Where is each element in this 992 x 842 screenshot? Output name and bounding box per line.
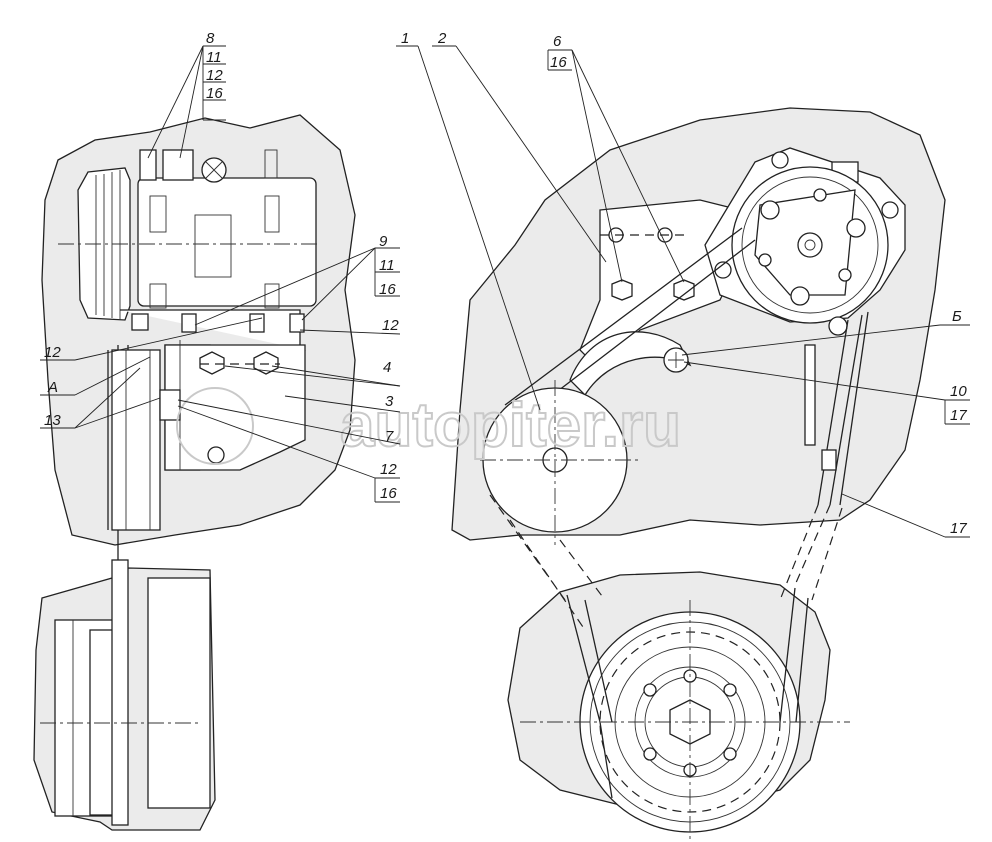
watermark: autopiter.ru	[176, 387, 682, 465]
callout-8: 8	[206, 30, 215, 47]
callout-17: 17	[950, 520, 967, 537]
callout-16-bottom: 16	[380, 485, 397, 502]
compressor-body	[137, 177, 317, 307]
callout-8-12: 12	[206, 67, 223, 84]
callout-3: 3	[385, 393, 394, 410]
belt-front	[504, 227, 863, 506]
watermark-text: autopiter.ru	[340, 391, 681, 460]
callout-13: 13	[44, 412, 61, 429]
callout-10-17: 17	[950, 407, 967, 424]
callout-10: 10	[950, 383, 967, 400]
front-view	[451, 107, 946, 840]
callout-12-right: 12	[382, 317, 399, 334]
side-view	[33, 114, 356, 831]
callout-8-16: 16	[206, 85, 223, 102]
callout-6-16: 16	[550, 54, 567, 71]
callout-1: 1	[401, 30, 409, 47]
callout-A: А	[47, 379, 58, 396]
callout-4: 4	[383, 359, 391, 376]
callout-7: 7	[385, 428, 394, 445]
callout-12-left: 12	[44, 344, 61, 361]
callout-2: 2	[437, 30, 447, 47]
callout-9: 9	[379, 233, 388, 250]
callout-8-11: 11	[206, 49, 222, 66]
callout-12-bottom: 12	[380, 461, 397, 478]
callout-B: Б	[952, 308, 962, 325]
callout-6: 6	[553, 33, 562, 50]
callout-9-16: 16	[379, 281, 396, 298]
leader-lines	[40, 45, 970, 538]
callout-labels: 8 11 12 16 9 11 16 12 12 А 4 13 3 7 12 1…	[44, 30, 967, 537]
callout-9-11: 11	[379, 257, 395, 274]
